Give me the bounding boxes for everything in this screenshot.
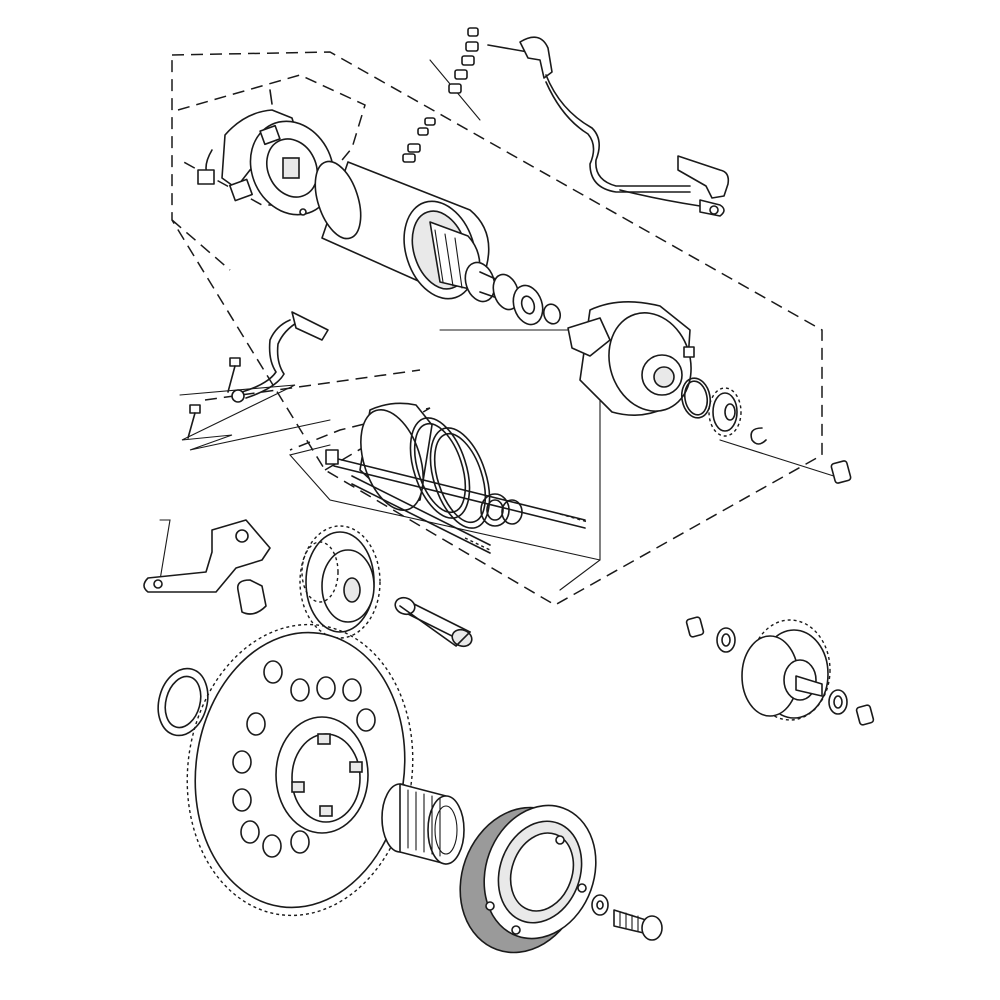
one-way-clutch-bearing [381,783,465,865]
clutch-bolt [591,894,663,941]
armature-washers [512,284,562,326]
starter-idler-gear [299,525,381,639]
leader-lines [159,59,841,591]
cable-bolts [187,357,241,439]
circlip [750,427,767,445]
idler-gear-shaft [394,596,473,648]
starter-cable [487,36,730,217]
bushing [830,460,852,484]
through-bolts [325,449,589,554]
terminal-nuts [402,27,479,163]
o-ring [680,377,712,419]
starter-motor-brush-holder [197,89,335,216]
starter-motor-rear-cover [567,301,695,416]
starter-driven-gear [186,623,414,917]
starter-clutch-housing [459,804,597,954]
ground-wire [231,311,329,403]
starter-cable-bracket [143,519,271,615]
starter-pinion-gear [708,387,742,437]
reduction-gear-assembly [685,616,875,726]
starter-motor-front-cover [359,402,491,529]
spacer-ring [157,667,209,737]
starter-motor-armature [429,221,521,311]
